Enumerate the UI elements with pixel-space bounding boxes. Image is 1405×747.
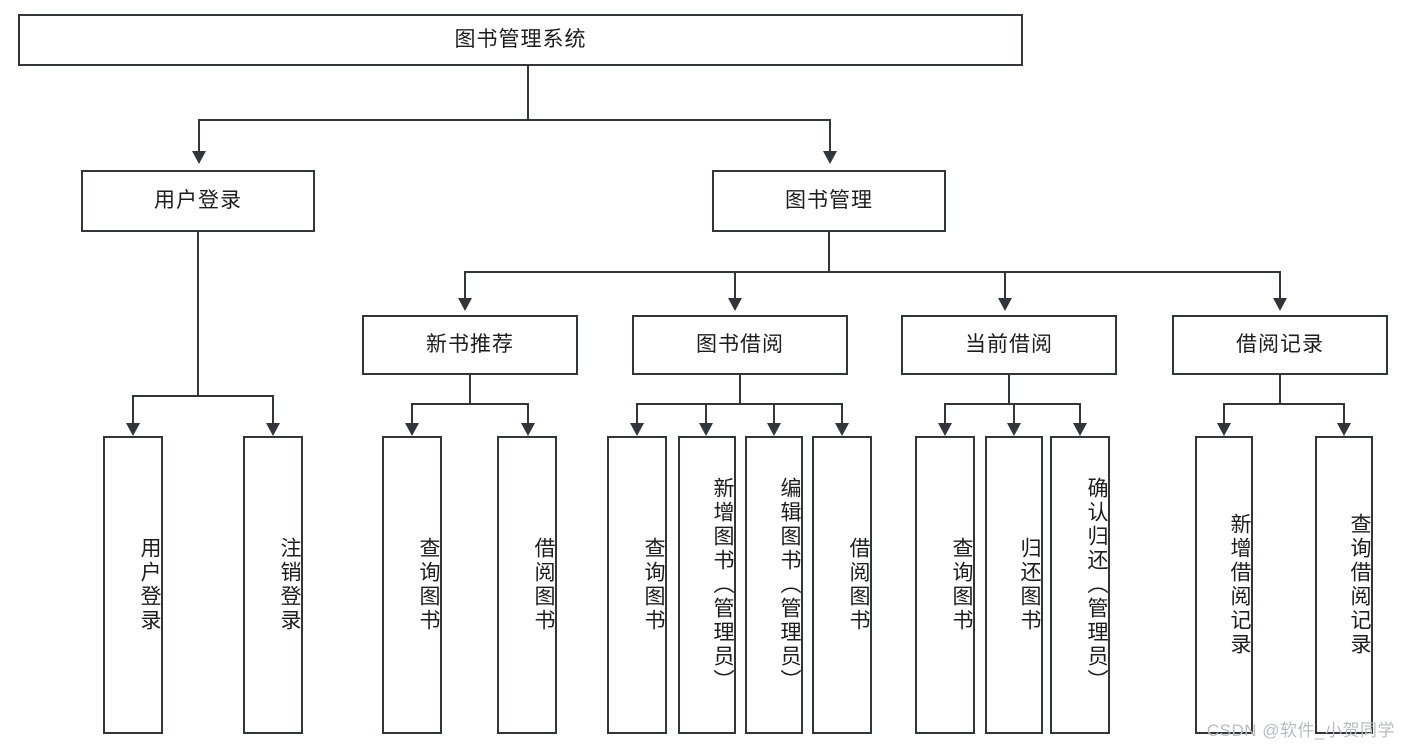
node-new-book-recommend[interactable]: 新书推荐 — [362, 315, 578, 375]
node-label: 借阅记录 — [1236, 333, 1324, 357]
connector-book-borrow-leaf-1 — [636, 403, 638, 423]
connector-book-borrow-bus — [636, 403, 842, 405]
arrowhead-leaf-query-book-3-icon — [938, 423, 952, 436]
connector-book-manage-bus — [464, 271, 1279, 273]
node-label: 图书借阅 — [696, 333, 784, 357]
node-leaf-add-record[interactable]: 新增借阅记录 — [1195, 436, 1253, 734]
connector-new-book-leaf-1 — [411, 403, 413, 423]
connector-book-borrow-leaf-4 — [841, 403, 843, 423]
connector-new-book-bus — [411, 403, 528, 405]
node-current-borrow[interactable]: 当前借阅 — [901, 315, 1117, 375]
connector-user-login-leaf-2 — [272, 395, 274, 423]
connector-book-borrow-down — [739, 375, 741, 403]
connector-to-new-book-recommend — [464, 271, 466, 298]
connector-new-book-down — [469, 375, 471, 403]
connector-current-borrow-down — [1008, 375, 1010, 403]
node-user-login[interactable]: 用户登录 — [81, 170, 315, 232]
node-leaf-borrow-book-2[interactable]: 借阅图书 — [812, 436, 872, 734]
node-label: 查询图书 — [950, 537, 973, 633]
node-label: 用户登录 — [138, 537, 161, 633]
arrowhead-leaf-return-book-icon — [1007, 423, 1021, 436]
csdn-watermark: CSDN @软件_小贺同学 — [1206, 721, 1395, 740]
node-label: 当前借阅 — [965, 333, 1053, 357]
arrowhead-leaf-query-book-1-icon — [405, 423, 419, 436]
arrowhead-leaf-borrow-book-1-icon — [521, 423, 535, 436]
connector-root-down — [527, 66, 529, 119]
arrowhead-leaf-edit-book-icon — [767, 423, 781, 436]
node-label: 新增借阅记录 — [1228, 513, 1251, 657]
connector-borrow-record-leaf-1 — [1223, 403, 1225, 423]
node-label: 用户登录 — [154, 189, 242, 213]
arrowhead-leaf-user-login-icon — [126, 423, 140, 436]
node-label: 查询借阅记录 — [1348, 513, 1371, 657]
connector-root-bus — [198, 119, 830, 121]
arrowhead-current-borrow-icon — [998, 298, 1012, 311]
arrowhead-new-book-recommend-icon — [458, 298, 472, 311]
connector-borrow-record-down — [1279, 375, 1281, 403]
node-leaf-query-book-3[interactable]: 查询图书 — [915, 436, 975, 734]
connector-to-user-login — [198, 119, 200, 151]
node-label: 确认归还（管理员） — [1085, 477, 1108, 693]
node-label: 新书推荐 — [426, 333, 514, 357]
node-borrow-record[interactable]: 借阅记录 — [1172, 315, 1388, 375]
connector-to-book-manage — [829, 119, 831, 151]
node-label: 借阅图书 — [532, 537, 555, 633]
connector-user-login-down — [197, 232, 199, 395]
node-leaf-confirm-return[interactable]: 确认归还（管理员） — [1050, 436, 1110, 734]
arrowhead-book-borrow-icon — [728, 298, 742, 311]
node-label: 查询图书 — [642, 537, 665, 633]
node-leaf-return-book[interactable]: 归还图书 — [985, 436, 1043, 734]
node-leaf-user-login[interactable]: 用户登录 — [103, 436, 163, 734]
arrowhead-leaf-add-record-icon — [1217, 423, 1231, 436]
connector-user-login-leaf-1 — [132, 395, 134, 423]
connector-new-book-leaf-2 — [527, 403, 529, 423]
arrowhead-user-login-icon — [192, 151, 206, 164]
node-label: 新增图书（管理员） — [711, 477, 734, 693]
node-book-borrow[interactable]: 图书借阅 — [632, 315, 848, 375]
connector-user-login-bus — [132, 395, 273, 397]
connector-book-manage-down — [828, 232, 830, 271]
node-leaf-add-book[interactable]: 新增图书（管理员） — [678, 436, 736, 734]
connector-current-borrow-leaf-2 — [1013, 403, 1015, 423]
node-label: 注销登录 — [278, 537, 301, 633]
arrowhead-borrow-record-icon — [1273, 298, 1287, 311]
arrowhead-leaf-logout-icon — [266, 423, 280, 436]
connector-to-current-borrow — [1004, 271, 1006, 298]
arrowhead-leaf-confirm-return-icon — [1073, 423, 1087, 436]
node-leaf-edit-book[interactable]: 编辑图书（管理员） — [745, 436, 803, 734]
arrowhead-leaf-query-record-icon — [1337, 423, 1351, 436]
connector-book-borrow-leaf-2 — [705, 403, 707, 423]
node-leaf-borrow-book-1[interactable]: 借阅图书 — [497, 436, 557, 734]
connector-borrow-record-bus — [1223, 403, 1344, 405]
arrowhead-leaf-add-book-icon — [699, 423, 713, 436]
connector-to-borrow-record — [1279, 271, 1281, 298]
node-leaf-query-book-2[interactable]: 查询图书 — [607, 436, 667, 734]
node-label: 归还图书 — [1018, 537, 1041, 633]
node-label: 编辑图书（管理员） — [778, 477, 801, 693]
node-root-book-management-system[interactable]: 图书管理系统 — [18, 14, 1023, 66]
node-leaf-logout[interactable]: 注销登录 — [243, 436, 303, 734]
node-leaf-query-book-1[interactable]: 查询图书 — [382, 436, 442, 734]
arrowhead-book-manage-icon — [823, 151, 837, 164]
arrowhead-leaf-borrow-book-2-icon — [835, 423, 849, 436]
node-label: 图书管理系统 — [454, 28, 587, 52]
connector-current-borrow-leaf-1 — [944, 403, 946, 423]
node-label: 图书管理 — [785, 189, 873, 213]
node-label: 借阅图书 — [847, 537, 870, 633]
node-leaf-query-record[interactable]: 查询借阅记录 — [1315, 436, 1373, 734]
connector-book-borrow-leaf-3 — [773, 403, 775, 423]
connector-current-borrow-bus — [944, 403, 1080, 405]
arrowhead-leaf-query-book-2-icon — [630, 423, 644, 436]
connector-to-book-borrow — [734, 271, 736, 298]
connector-borrow-record-leaf-2 — [1343, 403, 1345, 423]
node-book-manage[interactable]: 图书管理 — [712, 170, 946, 232]
connector-current-borrow-leaf-3 — [1079, 403, 1081, 423]
node-label: 查询图书 — [417, 537, 440, 633]
